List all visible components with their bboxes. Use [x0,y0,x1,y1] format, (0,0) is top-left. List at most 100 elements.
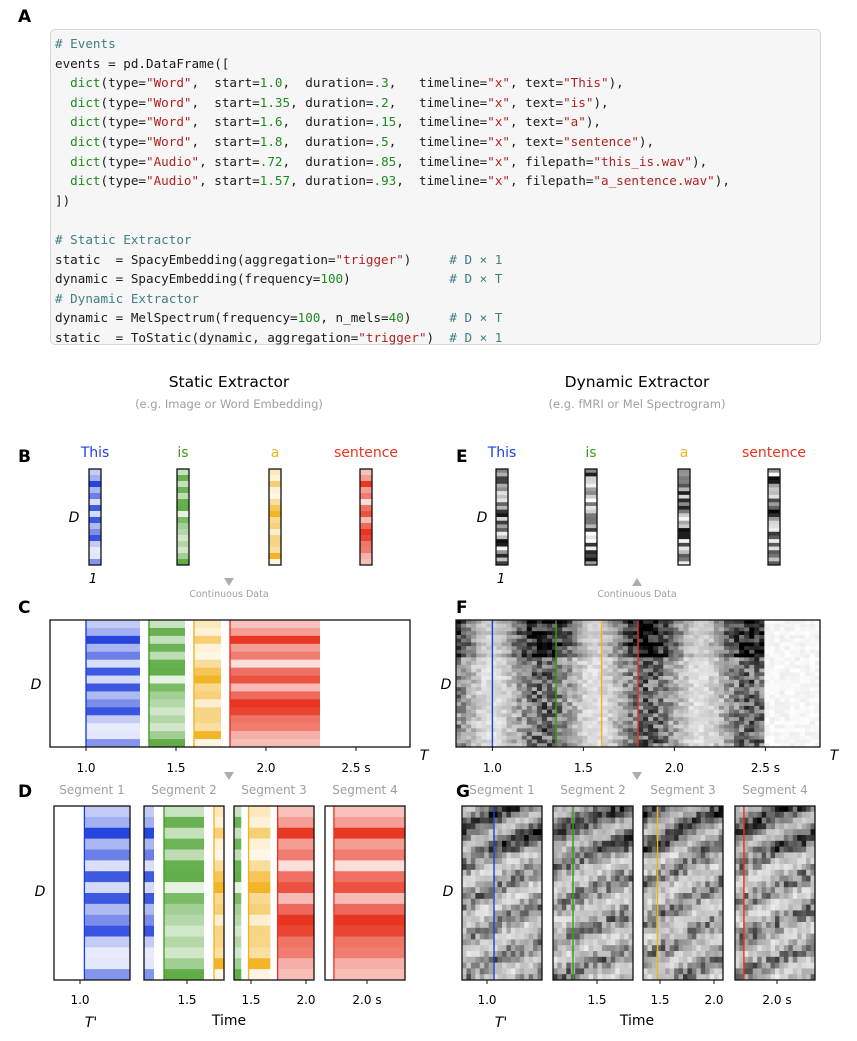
spectrogram-cell [456,694,462,699]
static-continuous-plot [49,619,411,748]
word-band-cell [230,683,320,692]
spectrogram-cell [602,713,609,718]
embedding-cell [585,483,597,488]
spectrogram-cell [723,676,730,681]
spectrogram-cell [683,687,689,692]
spectrogram-cell [674,823,679,830]
spectrogram-cell [612,709,619,714]
spectrogram-cell [479,881,485,888]
spectrogram-cell [475,806,481,813]
spectrogram-cell [582,649,588,655]
spectrogram-cell [524,951,530,958]
spectrogram-cell [601,806,607,813]
spectrogram-cell [643,676,649,681]
spectrogram-cell [770,898,776,905]
panel-letter-B: B [18,447,31,467]
spectrogram-cell [703,694,710,699]
spectrogram-cell [582,732,588,737]
spectrogram-cell [612,739,619,744]
spectrogram-cell [643,717,649,722]
spectrogram-cell [748,829,754,836]
word-band-cell [149,620,185,629]
spectrogram-cell [566,951,572,958]
spectrogram-cell [537,939,543,946]
spectrogram-cell [557,823,563,830]
spectrogram-cell [718,728,725,733]
spectrogram-cell [734,724,740,729]
spectrogram-cell [814,687,821,692]
spectrogram-cell [669,898,675,905]
spectrogram-cell [597,951,603,958]
spectrogram-cell [647,852,653,859]
spectrogram-cell [607,668,614,673]
spectrogram-cell [610,852,616,859]
spectrogram-cell [752,922,758,929]
spectrogram-cell [660,811,666,818]
spectrogram-cell [506,806,512,813]
spectrogram-cell [729,653,735,658]
spectrogram-cell [557,968,563,975]
spectrogram-cell [809,638,816,643]
spectrogram-cell [624,887,629,894]
spectrogram-cell [547,631,553,636]
spectrogram-cell [678,732,684,737]
spectrogram-cell [562,735,568,740]
word-band-cell [230,707,320,716]
spectrogram-cell [462,829,467,836]
spectrogram-cell [466,649,472,655]
spectrogram-cell [804,649,811,655]
spectrogram-cell [471,657,477,662]
spectrogram-cell [774,661,780,666]
spectrogram-cell [700,951,706,958]
spectrogram-cell [673,676,679,681]
spectrogram-cell [764,638,770,643]
spectrogram-cell [562,668,568,673]
spectrogram-cell [521,664,528,669]
spectrogram-cell [552,631,558,636]
spectrogram-cell [744,653,750,658]
spectrogram-cell [770,875,776,882]
spectrogram-cell [794,690,801,696]
spectrogram-cell [593,875,598,882]
spectrogram-cell [587,657,593,662]
code-token: 1.6 [259,114,283,130]
spectrogram-cell [475,869,481,876]
spectrogram-cell [723,724,730,729]
spectrogram-cell [718,676,725,681]
spectrogram-cell [643,858,648,865]
spectrogram-cell [784,646,791,651]
spectrogram-cell [643,840,648,847]
spectrogram-cell [627,676,634,681]
spectrogram-cell [748,933,754,940]
spectrogram-cell [744,698,750,703]
spectrogram-cell [515,881,521,888]
spectrogram-cell [566,927,572,934]
spectrogram-cell [627,735,634,740]
spectrogram-cell [466,806,472,813]
spectrogram-cell [628,922,634,929]
spectrogram-cell [668,664,674,669]
spectrogram-cell [713,743,720,748]
spectrogram-cell [506,623,513,628]
word-band-cell [234,903,242,916]
spectrogram-cell [660,898,666,905]
spectrogram-cell [713,687,720,692]
spectrogram-cell [779,631,786,636]
spectrogram-cell [488,968,494,975]
embedding-cell [678,561,690,566]
spectrogram-cell [531,732,538,737]
spectrogram-cell [510,881,516,888]
spectrogram-cell [501,627,507,632]
spectrogram-cell [484,933,490,940]
spectrogram-cell [488,945,494,952]
spectrogram-cell [491,679,497,684]
spectrogram-cell [579,875,585,882]
spectrogram-cell [462,904,467,911]
spectrogram-cell [511,687,518,692]
spectrogram-cell [774,698,780,703]
embedding-cell [496,487,508,492]
spectrogram-cell [587,631,593,636]
spectrogram-cell [607,672,614,677]
spectrogram-cell [624,904,629,911]
spectrogram-cell [643,720,649,725]
